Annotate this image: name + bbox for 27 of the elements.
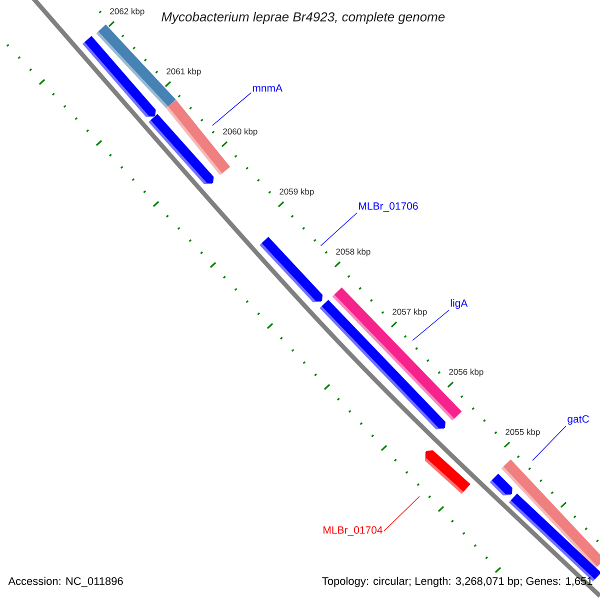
gene-label: MLBr_01706 [359, 202, 418, 212]
footer-text: Topology: circular; Length: 3,268,071 bp; Genes: 1,651 [322, 576, 592, 588]
gene-block [82, 36, 156, 117]
gene-label: ligA [450, 299, 468, 309]
title: Mycobacterium leprae Br4923, complete genome [162, 12, 445, 24]
leader-line [212, 92, 252, 126]
footer-text: Accession: NC_011896 [8, 576, 123, 588]
gene-block [148, 114, 214, 184]
gene-block [490, 474, 512, 496]
leader-line [320, 212, 358, 246]
scale-label: 2055 kbp [506, 428, 540, 437]
scale-label: 2062 kbp [110, 8, 144, 16]
scale-label: 2056 kbp [449, 368, 484, 377]
leader-line [532, 426, 566, 461]
scale-label: 2060 kbp [223, 128, 258, 136]
leader-line [412, 310, 450, 341]
scale-label: 2057 kbp [392, 308, 427, 316]
gene-label: mnmA [252, 84, 283, 92]
gene-block [320, 300, 446, 430]
gene-block [260, 236, 323, 302]
gene-label: MLBr_01704 [324, 526, 382, 536]
gene-block [425, 450, 470, 494]
gene-label: gatC [568, 415, 589, 425]
leader-line [384, 496, 420, 532]
scale-label: 2061 kbp [166, 68, 201, 76]
scale-label: 2059 kbp [280, 188, 314, 196]
scale-label: 2058 kbp [336, 248, 370, 256]
